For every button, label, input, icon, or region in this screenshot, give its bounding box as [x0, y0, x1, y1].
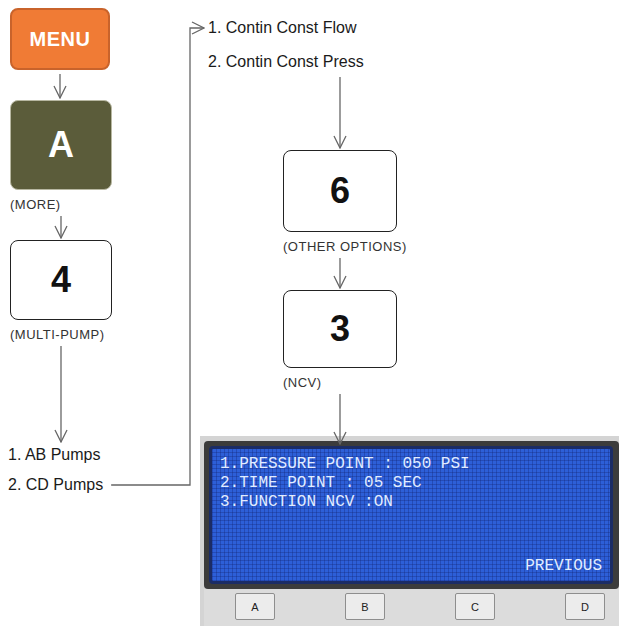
key-label: 6: [330, 171, 350, 211]
panel-button: D: [565, 593, 605, 620]
menu-key: A (MORE): [10, 100, 112, 212]
flow-arrow: [60, 216, 61, 238]
key-box: 3: [283, 290, 397, 368]
flow-arrow: [59, 74, 60, 98]
menu-key: 6 (OTHER OPTIONS): [283, 150, 397, 254]
lcd-screen: 1.PRESSURE POINT : 050 PSI2.TIME POINT :…: [209, 446, 613, 584]
panel-button: B: [345, 593, 385, 620]
menu-key: MENU: [10, 8, 110, 70]
panel-button: A: [235, 593, 275, 620]
screen-bezel: [204, 441, 619, 589]
menu-options: 1. AB Pumps 2. CD Pumps: [6, 444, 109, 496]
key-label: MENU: [30, 28, 91, 51]
flow-arrow: [60, 346, 61, 442]
screen-line: 2.TIME POINT : 05 SEC: [220, 474, 602, 493]
menu-options: 1. Contin Const Flow 2. Contin Const Pres…: [206, 17, 370, 73]
option-line: 2. CD Pumps: [8, 474, 103, 496]
key-box: 6: [283, 150, 397, 232]
flow-arrow: [111, 28, 204, 485]
button-label: A: [251, 601, 258, 613]
key-caption: (MORE): [10, 197, 112, 212]
key-caption: (MULTI-PUMP): [10, 327, 112, 342]
key-label: 3: [330, 309, 350, 349]
menu-key: 3 (NCV): [283, 290, 397, 390]
option-line: 1. AB Pumps: [8, 444, 103, 466]
screen-line: PREVIOUS: [525, 557, 602, 576]
screen-line: 1.PRESSURE POINT : 050 PSI: [220, 455, 602, 474]
panel-button: C: [455, 593, 495, 620]
key-caption: (OTHER OPTIONS): [283, 239, 397, 254]
menu-key: 4 (MULTI-PUMP): [10, 240, 112, 342]
option-line: 2. Contin Const Press: [208, 51, 364, 73]
flow-arrow: [339, 258, 340, 288]
device-housing: [200, 436, 619, 626]
button-strip: [204, 589, 619, 626]
option-line: 1. Contin Const Flow: [208, 17, 364, 39]
screen-line: 3.FUNCTION NCV :ON: [220, 493, 602, 512]
key-label: 4: [51, 260, 71, 300]
button-label: D: [581, 601, 589, 613]
button-label: B: [361, 601, 368, 613]
key-box: 4: [10, 240, 112, 320]
button-label: C: [471, 601, 479, 613]
flow-arrow: [339, 77, 340, 148]
key-caption: (NCV): [283, 375, 397, 390]
key-box: A: [10, 100, 112, 190]
flow-arrow: [339, 394, 340, 444]
key-label: A: [48, 125, 74, 165]
